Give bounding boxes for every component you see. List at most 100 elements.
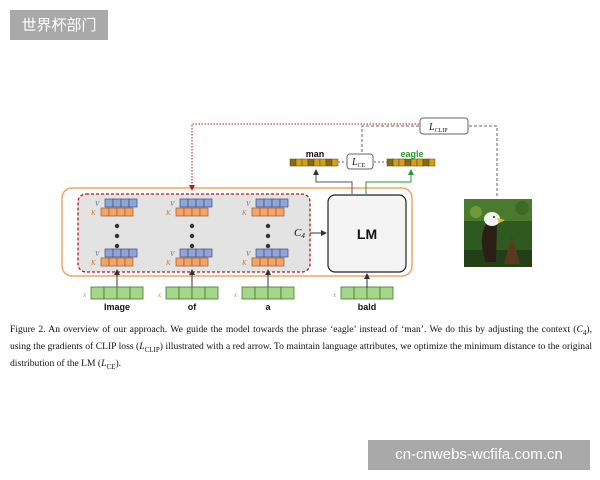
distribution-cell: [307, 158, 315, 167]
k-cell: [275, 207, 285, 217]
token-label: Image: [104, 302, 130, 312]
token-label: bald: [358, 302, 377, 312]
k-cell: [116, 257, 126, 267]
k-cell: [100, 257, 110, 267]
token-cell: [241, 286, 256, 300]
eagle-image: [464, 199, 532, 267]
k-cell: [199, 207, 209, 217]
token-box: xa: [233, 286, 295, 312]
kv-stack: VK: [90, 248, 138, 267]
token-cell: [191, 286, 206, 300]
v-cell: [112, 248, 122, 258]
distribution-cell: [410, 158, 418, 167]
ellipsis-dot: [265, 223, 271, 229]
v-cell: [120, 198, 130, 208]
man-distribution: [289, 158, 339, 167]
distribution-cell: [289, 158, 297, 167]
v-label: V: [95, 250, 100, 258]
distribution-cell: [319, 158, 327, 167]
k-cell: [275, 257, 285, 267]
v-cell: [255, 248, 265, 258]
distribution-cell: [331, 158, 339, 167]
ellipsis-dot: [265, 243, 271, 249]
v-label: V: [170, 250, 175, 258]
k-cell: [191, 257, 201, 267]
k-cell: [267, 207, 277, 217]
k-cell: [183, 207, 193, 217]
token-cell: [379, 286, 394, 300]
token-x-label: x: [233, 291, 238, 299]
k-cell: [124, 257, 134, 267]
v-cell: [203, 198, 213, 208]
clip-loss-box: [419, 117, 469, 135]
v-cell: [195, 198, 205, 208]
v-cell: [179, 198, 189, 208]
kv-stack: VK: [165, 198, 213, 217]
ce-loss-box: [346, 153, 374, 170]
kv-stack: VK: [165, 248, 213, 267]
clip-to-image-line: [469, 125, 498, 198]
k-cell: [100, 207, 110, 217]
v-cell: [112, 198, 122, 208]
token-x-label: x: [157, 291, 162, 299]
v-cell: [271, 198, 281, 208]
token-cell: [116, 286, 131, 300]
token-cell: [165, 286, 180, 300]
kv-stack: VK: [241, 198, 289, 217]
distribution-cell: [392, 158, 400, 167]
lm-box: [327, 194, 407, 273]
v-cell: [104, 248, 114, 258]
k-cell: [108, 257, 118, 267]
k-cell: [259, 207, 269, 217]
caption-ce-sub: CE: [106, 362, 116, 371]
ellipsis-dot: [114, 223, 120, 229]
k-cell: [175, 207, 185, 217]
k-cell: [116, 207, 126, 217]
token-cell: [366, 286, 381, 300]
k-cell: [259, 257, 269, 267]
distribution-cell: [404, 158, 412, 167]
token-cell: [353, 286, 368, 300]
v-cell: [263, 248, 273, 258]
ellipsis-dot: [114, 243, 120, 249]
figure-caption: Figure 2. An overview of our approach. W…: [10, 323, 592, 374]
k-cell: [124, 207, 134, 217]
token-cell: [340, 286, 355, 300]
caption-part-1: Figure 2. An overview of our approach. W…: [10, 324, 577, 335]
distribution-cell: [301, 158, 309, 167]
kv-stack: VK: [241, 248, 289, 267]
caption-part-4: ).: [115, 357, 122, 369]
v-cell: [179, 248, 189, 258]
caption-clip-sub: CLIP: [144, 345, 160, 354]
distribution-cell: [295, 158, 303, 167]
token-cell: [267, 286, 282, 300]
token-label: a: [265, 302, 271, 312]
v-cell: [279, 248, 289, 258]
distribution-cell: [428, 158, 436, 167]
ellipsis-dot: [189, 243, 195, 249]
k-label: K: [241, 209, 247, 217]
word-eagle: eagle: [400, 149, 423, 159]
eagle-distribution: [386, 158, 436, 167]
distribution-cell: [398, 158, 406, 167]
v-cell: [263, 198, 273, 208]
output-distributions: [289, 158, 436, 167]
k-cell: [183, 257, 193, 267]
token-cell: [129, 286, 144, 300]
distribution-cell: [422, 158, 430, 167]
word-man: man: [306, 149, 325, 159]
distribution-cell: [313, 158, 321, 167]
token-cell: [178, 286, 193, 300]
k-label: K: [165, 209, 171, 217]
k-cell: [191, 207, 201, 217]
caption-ce: L: [101, 357, 107, 369]
k-cell: [175, 257, 185, 267]
token-cell: [103, 286, 118, 300]
v-label: V: [95, 200, 100, 208]
caption-clip: L: [139, 340, 145, 352]
k-cell: [251, 257, 261, 267]
ellipsis-dot: [114, 233, 120, 239]
